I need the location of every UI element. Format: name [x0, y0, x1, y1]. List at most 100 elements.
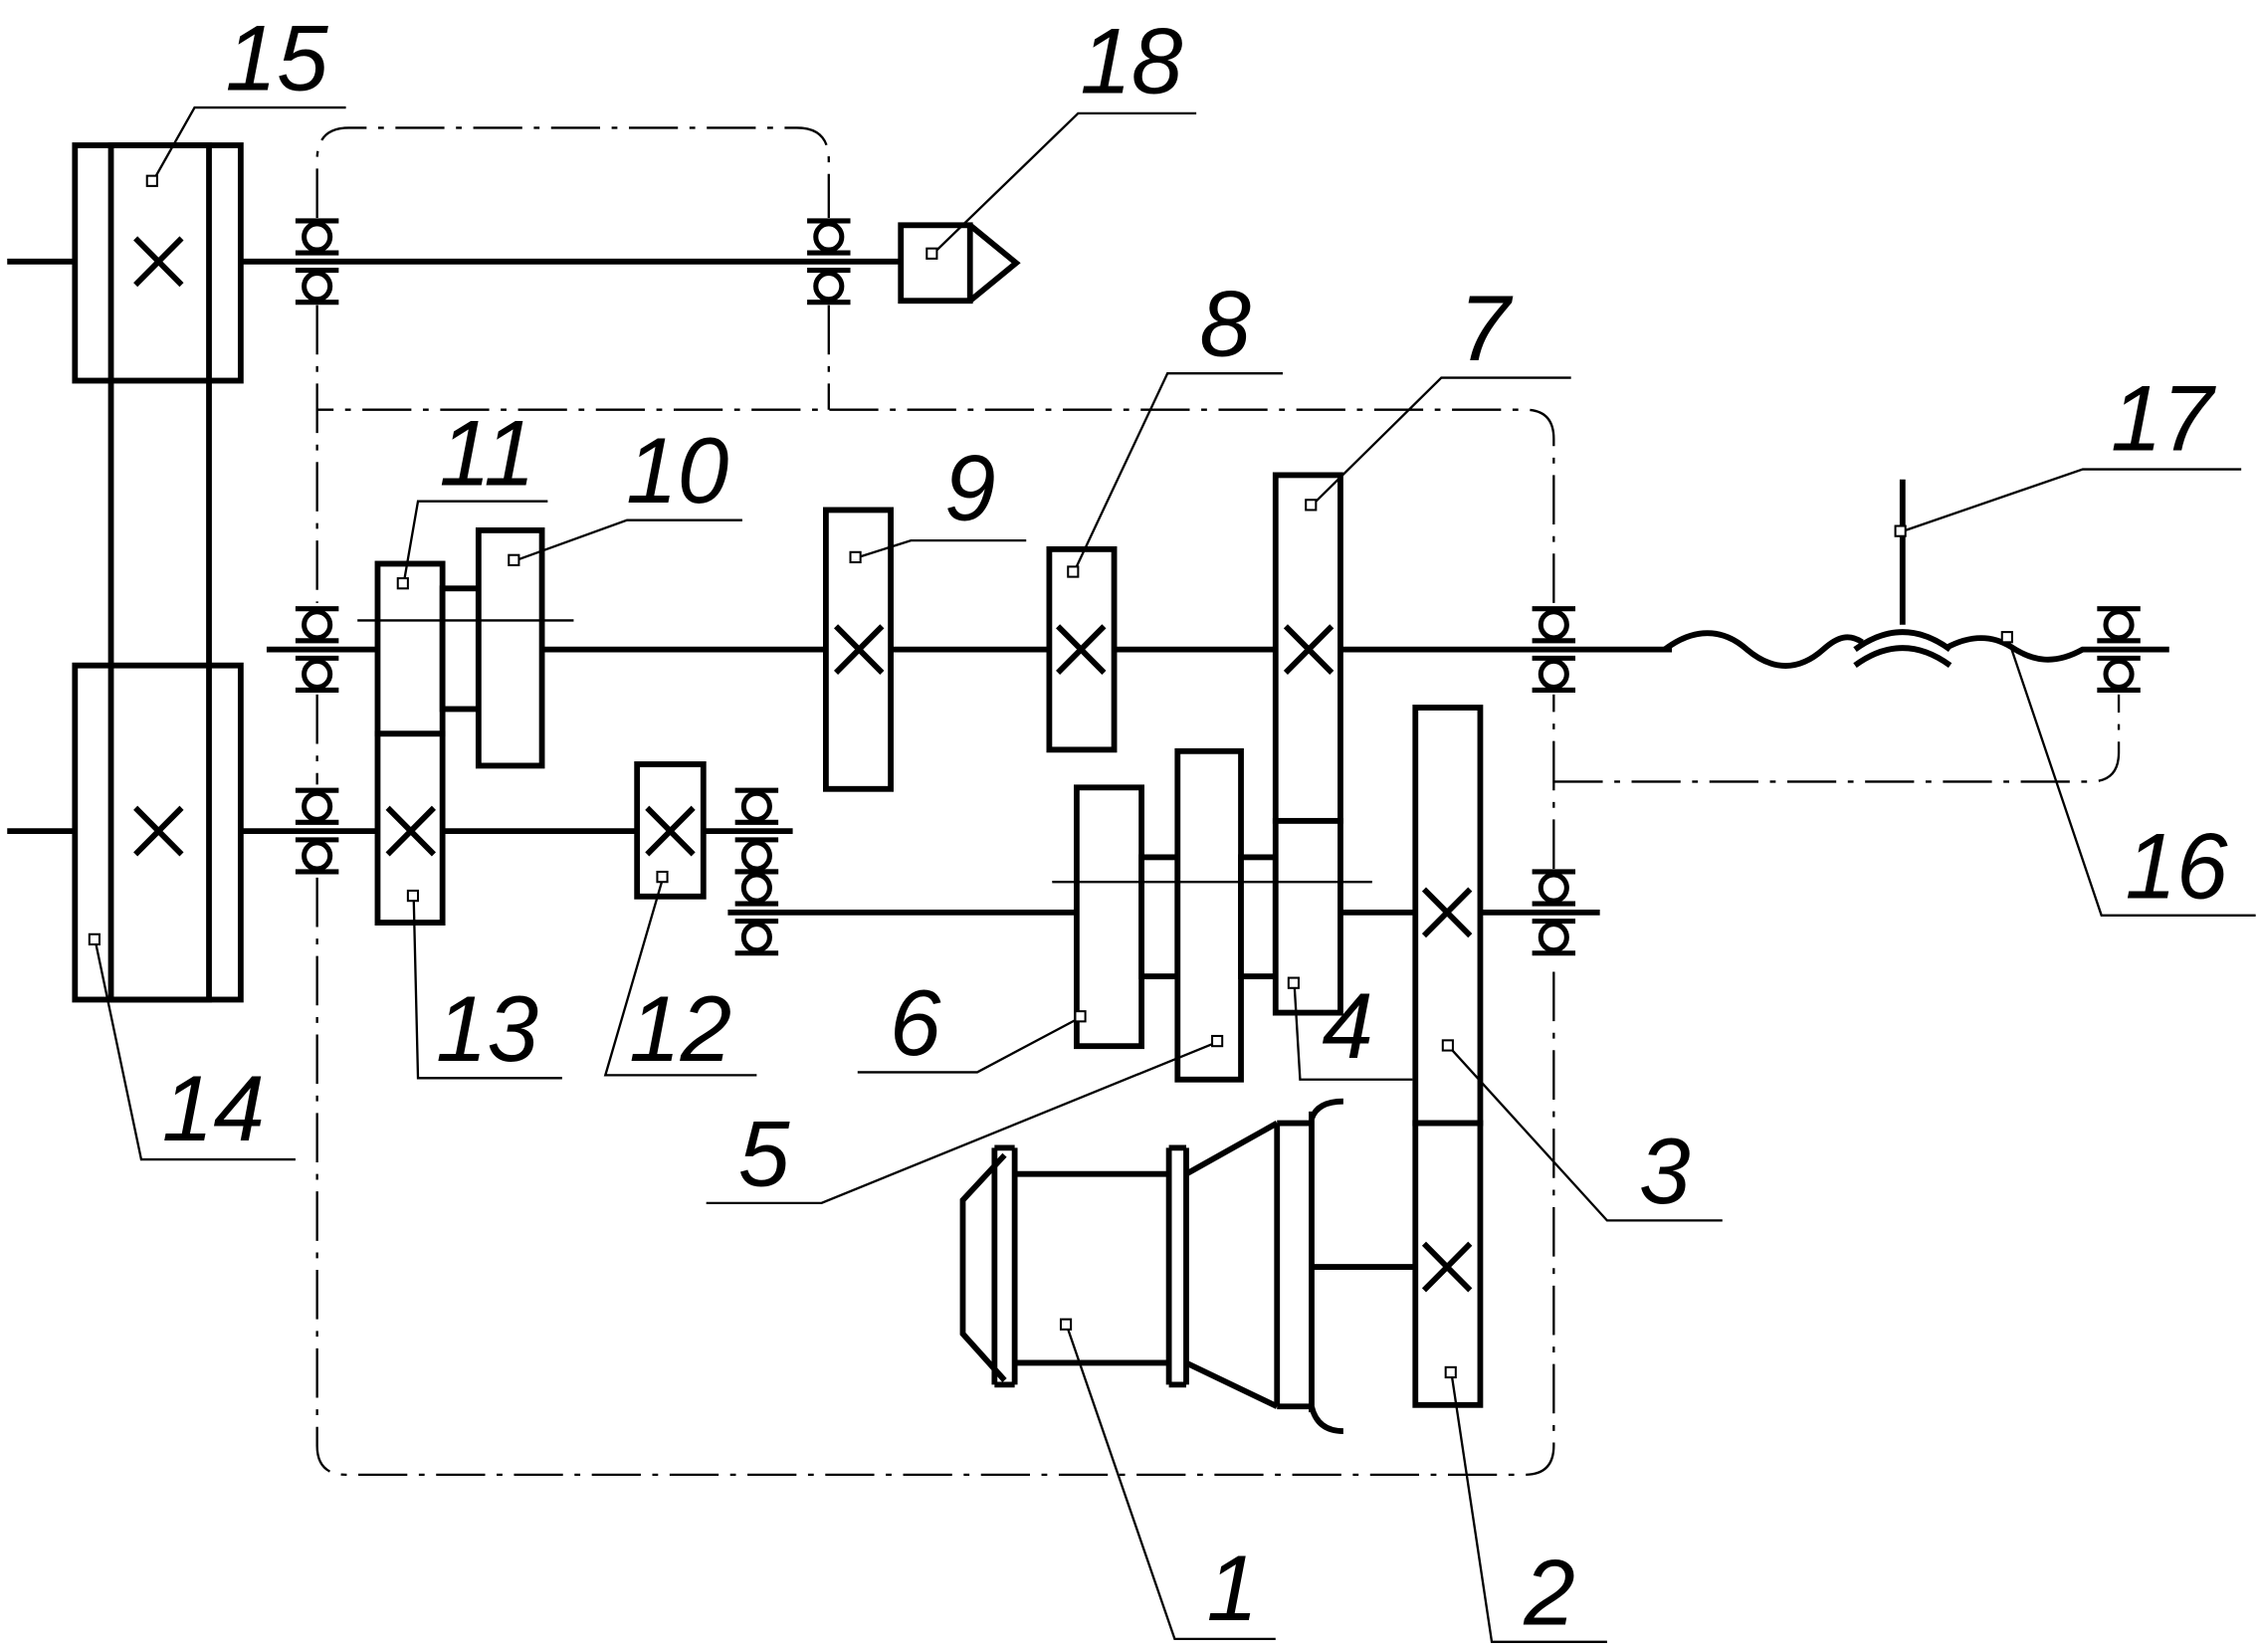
callout-12: 12	[603, 870, 757, 1081]
callout-15: 15	[145, 6, 346, 187]
motor-flange-right	[1165, 1144, 1189, 1388]
callout-label: 18	[1080, 9, 1182, 112]
leader-line	[855, 538, 1027, 559]
callout-5: 5	[706, 1034, 1224, 1205]
gear-6	[1074, 784, 1144, 1050]
leader-marker	[2000, 631, 2013, 644]
gear-4	[1272, 817, 1343, 1016]
leader-line	[1311, 376, 1571, 507]
leader-line	[1447, 1045, 1723, 1222]
tool-body	[898, 222, 973, 305]
leader-marker	[1894, 524, 1907, 537]
leader-marker	[396, 577, 409, 590]
leader-marker	[925, 247, 938, 260]
callout-1: 1	[1059, 1318, 1276, 1641]
main-housing-left	[315, 305, 1555, 1477]
leader-marker	[1305, 499, 1318, 512]
callout-11: 11	[396, 401, 548, 590]
leader-marker	[1287, 976, 1300, 989]
motor-flange-left	[991, 1144, 1018, 1388]
gear-10	[475, 526, 545, 769]
callout-6: 6	[857, 971, 1087, 1075]
leader-marker	[1067, 565, 1080, 578]
callout-label: 11	[439, 401, 534, 505]
callout-14: 14	[88, 932, 296, 1161]
hub-11-10	[439, 585, 482, 713]
callout-9: 9	[849, 436, 1027, 564]
leader-line	[931, 111, 1197, 256]
leader-marker	[1074, 1010, 1087, 1023]
callout-label: 13	[436, 976, 538, 1080]
callouts: 1 2 3 4 5 6 7	[88, 6, 2256, 1644]
callout-3: 3	[1441, 1039, 1723, 1223]
leader-marker	[656, 870, 669, 884]
callout-label: 1	[1207, 1537, 1259, 1640]
callout-label: 9	[944, 436, 996, 539]
leader-line	[151, 105, 346, 183]
leader-line	[402, 500, 548, 585]
callout-2: 2	[1444, 1365, 1607, 1644]
leader-line	[1900, 468, 2242, 533]
leader-marker	[145, 174, 158, 187]
housing-outline	[315, 126, 2121, 1477]
belt	[107, 142, 212, 1003]
leader-marker	[1444, 1365, 1457, 1379]
callout-label: 16	[2125, 814, 2227, 918]
leader-line	[706, 1040, 1219, 1205]
gears-upper-shaft	[357, 472, 1343, 824]
tool-element	[898, 222, 1021, 305]
leader-line	[1072, 372, 1284, 573]
callout-16: 16	[2000, 631, 2256, 918]
callout-label: 6	[890, 971, 941, 1075]
callout-label: 15	[226, 6, 328, 109]
callout-13: 13	[406, 889, 562, 1081]
callout-18: 18	[925, 9, 1197, 260]
callout-label: 7	[1459, 277, 1514, 380]
leader-line	[412, 896, 562, 1080]
callout-label: 12	[629, 976, 731, 1080]
leader-line	[1293, 983, 1413, 1081]
leader-marker	[1211, 1034, 1224, 1048]
tool-tip	[967, 223, 1021, 304]
callout-label: 10	[626, 419, 728, 522]
leader-marker	[1059, 1318, 1073, 1331]
shafts	[7, 258, 2169, 1271]
leader-marker	[508, 553, 520, 566]
callout-8: 8	[1067, 272, 1284, 578]
callout-7: 7	[1305, 277, 1571, 512]
callout-label: 2	[1523, 1541, 1575, 1644]
motor-body	[1014, 1170, 1169, 1366]
gears-lower-shaft	[1052, 705, 1484, 1408]
leader-marker	[406, 889, 420, 903]
motor	[959, 1098, 1343, 1435]
leader-line	[2006, 637, 2256, 917]
callout-label: 8	[1199, 272, 1251, 375]
callout-4: 4	[1287, 974, 1413, 1081]
leader-line	[1065, 1325, 1276, 1641]
hub-5-4	[1238, 854, 1279, 980]
leader-marker	[1441, 1039, 1454, 1052]
callout-label: 4	[1322, 974, 1373, 1078]
gear-11	[374, 560, 446, 737]
leader-line	[94, 939, 296, 1161]
callout-label: 3	[1639, 1120, 1691, 1223]
gear-5	[1174, 747, 1244, 1083]
motor-cone	[1184, 1121, 1281, 1409]
callout-17: 17	[1894, 366, 2242, 537]
leader-line	[514, 518, 742, 562]
screw-nut-arcs	[1853, 629, 1952, 669]
leader-marker	[849, 550, 862, 564]
callout-label: 14	[162, 1057, 265, 1160]
leader-line	[857, 1015, 1082, 1074]
leader-marker	[88, 932, 101, 946]
motor-mount-flange	[1277, 1098, 1343, 1435]
leader-line	[1450, 1372, 1607, 1643]
screw-support-line	[1553, 694, 2121, 783]
belt-drive	[72, 142, 244, 1003]
hub-6-5	[1138, 854, 1181, 980]
callout-label: 17	[2111, 366, 2216, 470]
callout-10: 10	[508, 419, 742, 566]
callout-label: 5	[738, 1102, 790, 1205]
upper-housing-line	[315, 126, 830, 218]
